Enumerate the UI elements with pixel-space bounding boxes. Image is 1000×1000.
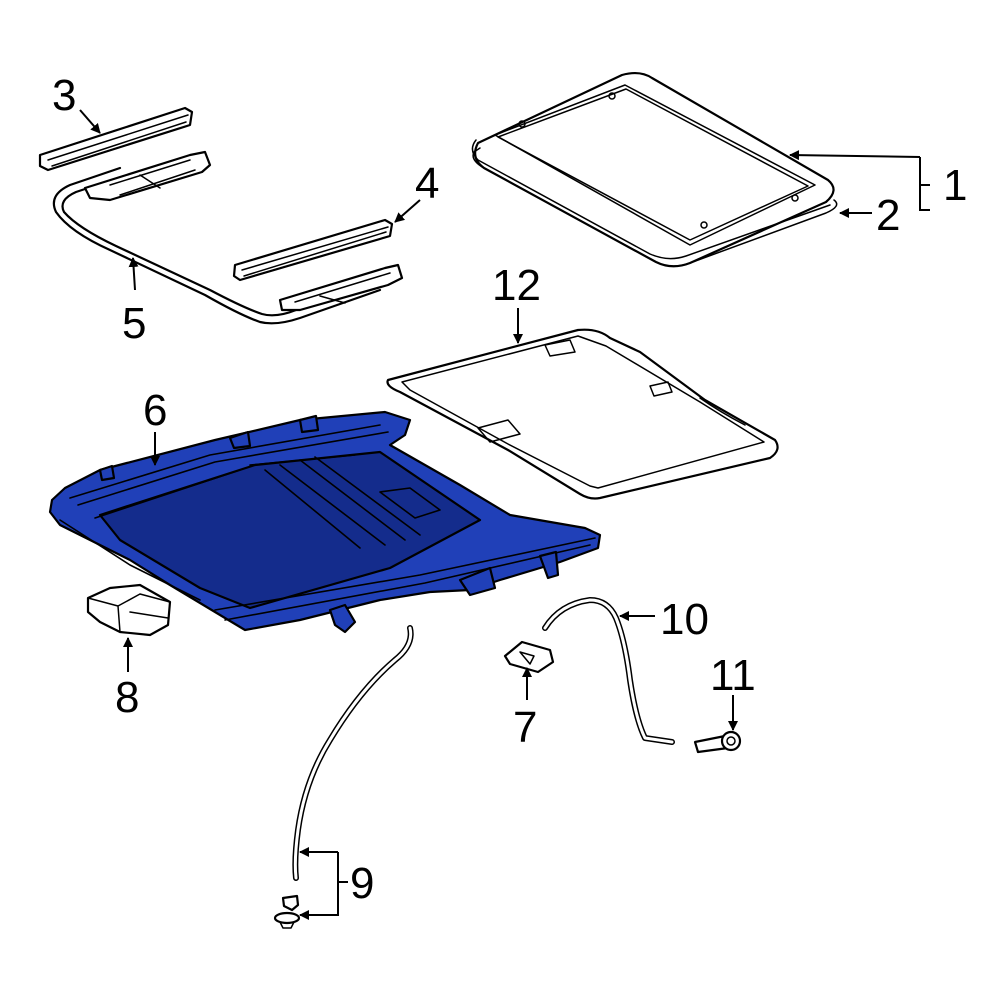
callout-4: 4 bbox=[415, 159, 439, 208]
callout-8: 8 bbox=[115, 673, 139, 722]
callout-3: 3 bbox=[52, 71, 76, 120]
bracket-part-8[interactable] bbox=[86, 583, 172, 637]
callout-11: 11 bbox=[710, 651, 756, 700]
callout-6: 6 bbox=[143, 386, 167, 435]
sunshade-part-12[interactable] bbox=[386, 328, 779, 500]
callout-5: 5 bbox=[122, 299, 146, 348]
glass-panel-part-1[interactable] bbox=[473, 71, 835, 268]
callout-1: 1 bbox=[943, 161, 967, 210]
drain-hose-part-10[interactable] bbox=[542, 597, 675, 745]
callout-2: 2 bbox=[876, 191, 900, 240]
sunroof-frame-part-6[interactable] bbox=[48, 410, 602, 634]
rail-trim-part-4[interactable] bbox=[232, 218, 394, 282]
clip-part-7[interactable] bbox=[503, 640, 555, 674]
leader-lines bbox=[79, 109, 930, 920]
frame-seal-part-5[interactable] bbox=[52, 150, 404, 325]
callout-9: 9 bbox=[350, 859, 374, 908]
callout-7: 7 bbox=[513, 703, 537, 752]
callout-10: 10 bbox=[660, 595, 709, 644]
rail-trim-part-3[interactable] bbox=[38, 106, 194, 172]
glass-seal-part-2[interactable] bbox=[471, 139, 838, 267]
callout-labels: 1 2 3 4 5 6 7 8 9 10 11 12 bbox=[52, 71, 967, 908]
fastener-part-11[interactable] bbox=[693, 730, 742, 754]
drain-hose-part-9[interactable] bbox=[273, 625, 414, 929]
callout-12: 12 bbox=[492, 261, 541, 310]
